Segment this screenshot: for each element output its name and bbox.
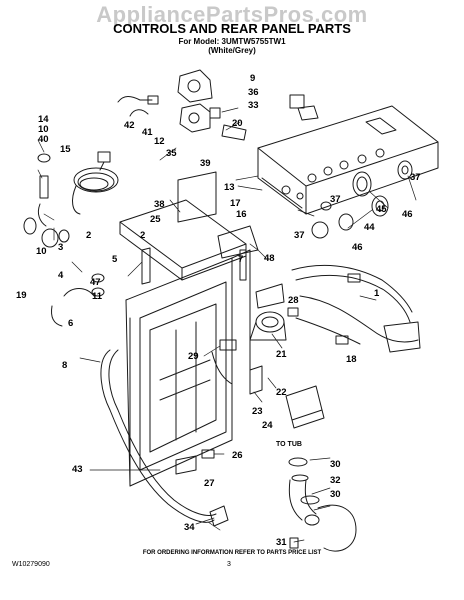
callout-2: 2 bbox=[86, 230, 91, 241]
callout-26: 26 bbox=[232, 450, 243, 461]
callout-3: 3 bbox=[58, 242, 63, 253]
callout-13: 13 bbox=[224, 182, 235, 193]
callout-36: 36 bbox=[248, 87, 259, 98]
callout-14: 14 bbox=[38, 114, 49, 125]
callout-48: 48 bbox=[264, 253, 275, 264]
callout-46: 46 bbox=[402, 209, 413, 220]
callout-8: 8 bbox=[62, 360, 67, 371]
callout-41: 41 bbox=[142, 127, 153, 138]
callout-10: 10 bbox=[38, 124, 49, 135]
callout-5: 5 bbox=[112, 254, 118, 265]
watermark: AppliancePartsPros.com bbox=[96, 2, 368, 27]
color-line: (White/Grey) bbox=[208, 46, 256, 55]
callout-29: 29 bbox=[188, 351, 199, 362]
callout-37b: 37 bbox=[330, 194, 341, 205]
power-cord bbox=[72, 151, 119, 215]
page-number: 3 bbox=[227, 561, 231, 568]
callout-25: 25 bbox=[150, 214, 161, 225]
callout-6: 6 bbox=[68, 318, 73, 329]
lower-hoses bbox=[288, 457, 357, 552]
callout-10b: 10 bbox=[36, 246, 47, 257]
ordering-note: FOR ORDERING INFORMATION REFER TO PARTS … bbox=[142, 550, 322, 556]
model-line: For Model: 3UMTW5755TW1 bbox=[178, 37, 286, 46]
callout-18: 18 bbox=[346, 354, 357, 365]
callout-30b: 30 bbox=[330, 489, 341, 500]
callout-23: 23 bbox=[252, 406, 263, 417]
callout-46b: 46 bbox=[352, 242, 363, 253]
callout-17: 17 bbox=[230, 198, 241, 209]
model-info: For Model: 3UMTW5755TW1 (White/Grey) bbox=[0, 37, 464, 55]
wire-clip bbox=[117, 95, 159, 117]
timer-switches bbox=[177, 69, 319, 141]
rear-panel bbox=[125, 249, 251, 487]
callout-2b: 2 bbox=[140, 230, 145, 241]
callout-35: 35 bbox=[166, 148, 177, 159]
control-knobs bbox=[311, 160, 413, 239]
callout-9: 9 bbox=[250, 73, 255, 84]
callout-27: 27 bbox=[204, 478, 215, 489]
callout-30: 30 bbox=[330, 459, 341, 470]
callout-4: 4 bbox=[58, 270, 64, 281]
document-number: W10279090 bbox=[12, 561, 50, 568]
callout-45: 45 bbox=[376, 204, 387, 215]
callout-24: 24 bbox=[262, 420, 273, 431]
callout-47: 47 bbox=[90, 277, 101, 288]
callout-32: 32 bbox=[330, 475, 341, 486]
callout-34: 34 bbox=[184, 522, 195, 533]
wire-harness bbox=[287, 264, 421, 353]
callout-15: 15 bbox=[60, 144, 71, 155]
callout-21: 21 bbox=[276, 349, 287, 360]
callout-16: 16 bbox=[236, 209, 247, 220]
callout-22: 22 bbox=[276, 387, 287, 398]
pump-assembly bbox=[219, 311, 325, 429]
inlet-fittings bbox=[23, 153, 70, 248]
callout-40: 40 bbox=[38, 134, 49, 145]
callout-37: 37 bbox=[410, 172, 421, 183]
callout-33: 33 bbox=[248, 100, 259, 111]
callout-39: 39 bbox=[200, 158, 211, 169]
callout-42: 42 bbox=[124, 120, 135, 131]
callout-12: 12 bbox=[154, 136, 165, 147]
to-tub-label: TO TUB bbox=[276, 441, 302, 448]
console-panel bbox=[257, 105, 439, 215]
callout-28: 28 bbox=[288, 295, 299, 306]
callout-43: 43 bbox=[72, 464, 83, 475]
callout-1: 1 bbox=[374, 288, 380, 299]
callout-7: 7 bbox=[238, 254, 243, 265]
small-parts bbox=[51, 171, 285, 475]
callout-11: 11 bbox=[92, 291, 103, 302]
drain-hose bbox=[100, 349, 229, 527]
callout-31: 31 bbox=[276, 537, 287, 548]
callout-37c: 37 bbox=[294, 230, 305, 241]
callout-20: 20 bbox=[232, 118, 243, 129]
top-frame bbox=[119, 199, 247, 281]
page-title: CONTROLS AND REAR PANEL PARTS bbox=[113, 21, 351, 36]
leader-lines bbox=[37, 107, 417, 543]
callout-44: 44 bbox=[364, 222, 375, 233]
callout-38: 38 bbox=[154, 199, 165, 210]
callout-19: 19 bbox=[16, 290, 27, 301]
